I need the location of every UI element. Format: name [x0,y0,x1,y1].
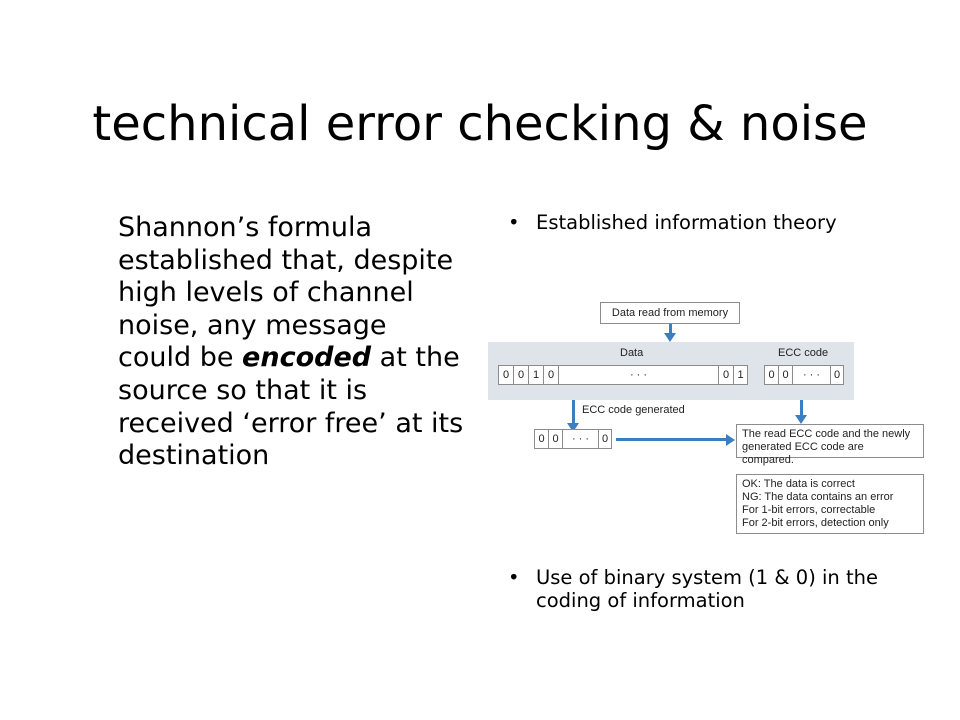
ecc-cell: 0 [778,365,792,385]
read-from-memory-box: Data read from memory [600,302,740,324]
generated-cell: 0 [548,429,562,449]
data-cells: 0 0 1 0 · · · 0 1 [498,365,748,385]
result-1bit: For 1-bit errors, correctable [742,504,876,516]
arrow-head-icon [795,415,807,424]
ecc-cells: 0 0 · · · 0 [764,365,844,385]
bullet-text: Established information theory [536,211,837,234]
ecc-cell: 0 [764,365,778,385]
result-2bit: For 2-bit errors, detection only [742,517,889,529]
data-cell-ellipsis: · · · [558,365,718,385]
paragraph-text-2: at the source so that it is received ‘er… [118,342,464,472]
result-ok: OK: The data is correct [742,478,855,490]
result-ng: NG: The data contains an error [742,491,894,503]
data-cell: 0 [513,365,528,385]
bullet-dot-icon: • [508,566,520,589]
bullet-dot-icon: • [508,211,520,234]
compare-box: The read ECC code and the newly generate… [736,424,924,466]
ecc-code-label: ECC code [778,347,829,359]
ecc-generated-label: ECC code generated [582,404,685,416]
arrow-ecc-to-compare [800,400,803,416]
arrow-generated-to-compare [616,438,726,441]
arrow-head-icon [664,333,676,342]
data-cell: 1 [733,365,748,385]
paragraph-emphasis: encoded [242,342,372,374]
arrow-head-icon [567,423,579,432]
data-label: Data [620,347,644,359]
generated-cell: 0 [534,429,548,449]
data-cell: 0 [718,365,733,385]
read-from-memory-label: Data read from memory [611,307,729,319]
slide-title: technical error checking & noise [92,96,868,152]
results-box: OK: The data is correct NG: The data con… [736,474,924,534]
compare-text: The read ECC code and the newly generate… [742,428,911,466]
shannon-paragraph: Shannon’s formula established that, desp… [118,212,468,473]
bullet-text: Use of binary system (1 & 0) in the codi… [536,566,878,612]
arrow-head-icon [726,434,735,446]
data-cell: 0 [498,365,513,385]
data-cell: 1 [528,365,543,385]
generated-cells: 0 0 · · · 0 [534,429,612,449]
generated-cell: 0 [598,429,612,449]
ecc-diagram: Data read from memory Data ECC code 0 0 … [488,302,928,538]
data-cell: 0 [543,365,558,385]
generated-cell-ellipsis: · · · [562,429,598,449]
ecc-cell: 0 [830,365,844,385]
arrow-data-to-generated [572,400,575,424]
paragraph-text-1: Shannon’s formula established that, desp… [118,212,454,374]
arrow-memory-to-data [669,324,672,334]
ecc-cell-ellipsis: · · · [792,365,830,385]
